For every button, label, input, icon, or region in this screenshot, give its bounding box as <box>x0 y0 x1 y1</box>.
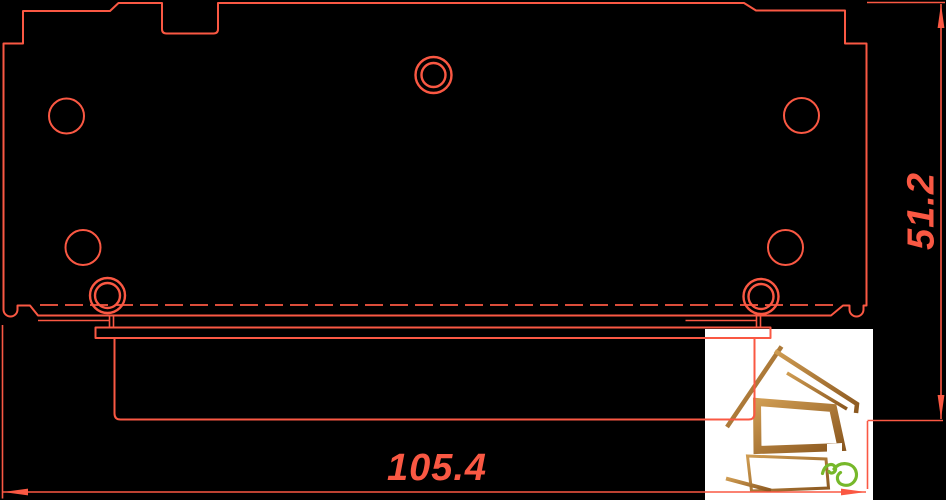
logo <box>705 329 873 500</box>
width-dimension: 105.4 <box>1 325 869 499</box>
hole-bottom-left-outer <box>88 276 127 315</box>
width-arrow-right <box>841 488 866 496</box>
clip-connector-right <box>755 316 762 328</box>
height-arrow-up <box>937 4 945 28</box>
width-arrow-left <box>3 488 28 496</box>
hole-bottom-right-inner <box>747 282 775 311</box>
clip-connector-left <box>108 316 115 328</box>
enclosure-outline <box>2 2 868 318</box>
height-dimension: 51.2 <box>867 1 945 422</box>
hole-top-center-outer <box>414 55 453 95</box>
hole-bottom-right-outer <box>742 277 780 316</box>
logo-base-swoosh <box>725 476 772 493</box>
logo-house-window <box>752 397 847 455</box>
logo-house-base <box>745 454 831 493</box>
logo-window-notch <box>827 443 842 452</box>
height-arrow-down <box>937 395 945 419</box>
logo-roof-inner-stroke <box>786 371 848 411</box>
din-rail-clip <box>113 338 756 421</box>
logo-green-scribble <box>820 462 858 487</box>
hole-upper-left <box>48 97 85 135</box>
hole-bottom-left-inner <box>93 281 122 310</box>
din-rail-seat <box>94 326 772 339</box>
width-dimension-label: 105.4 <box>387 447 487 489</box>
hole-top-center-inner <box>420 61 447 89</box>
logo-roof-right-stroke <box>773 349 860 414</box>
height-dimension-label: 51.2 <box>901 172 943 250</box>
hole-lower-left <box>64 229 102 266</box>
hole-lower-right <box>767 229 804 266</box>
hole-upper-right <box>783 97 820 134</box>
